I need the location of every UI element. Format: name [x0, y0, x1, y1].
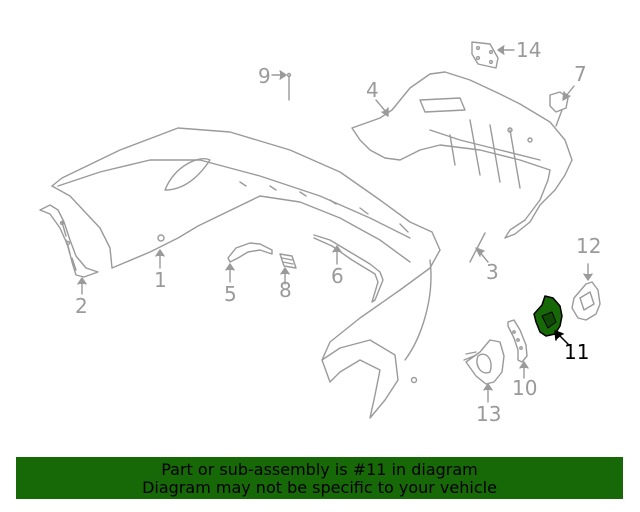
- callout-4[interactable]: 4: [366, 78, 379, 102]
- callout-9[interactable]: 9: [258, 64, 271, 88]
- callout-11[interactable]: 11: [564, 340, 590, 364]
- part-11-highlighted[interactable]: [533, 295, 563, 337]
- callout-6[interactable]: 6: [331, 264, 344, 288]
- info-banner: Part or sub-assembly is #11 in diagram D…: [16, 457, 623, 499]
- callout-3[interactable]: 3: [486, 260, 499, 284]
- part-13-housing[interactable]: [463, 339, 505, 385]
- callout-14[interactable]: 14: [516, 38, 542, 62]
- part-10-bracket[interactable]: [507, 319, 528, 363]
- part-12-cover[interactable]: [571, 281, 601, 321]
- part-8-clip[interactable]: [279, 253, 297, 269]
- banner-line-disclaimer: Diagram may not be specific to your vehi…: [142, 478, 497, 497]
- part-2-side-bracket[interactable]: [39, 204, 99, 278]
- callout-13[interactable]: 13: [476, 402, 502, 426]
- part-3-rod[interactable]: [469, 232, 486, 263]
- banner-line-part: Part or sub-assembly is #11 in diagram: [161, 460, 478, 479]
- diagram-drawing: [39, 41, 601, 419]
- callout-7[interactable]: 7: [574, 62, 587, 86]
- part-1-bumper-cover[interactable]: [51, 127, 441, 419]
- part-5-trim[interactable]: [227, 242, 273, 263]
- part-6-molding[interactable]: [313, 234, 384, 303]
- callout-5[interactable]: 5: [224, 282, 237, 306]
- callout-2[interactable]: 2: [75, 294, 88, 318]
- part-9-bolt[interactable]: [286, 72, 292, 101]
- part-14-plate[interactable]: [471, 41, 499, 69]
- leader-arrows: [77, 45, 593, 403]
- parts-diagram: 1 2 3 4 5 6 7 8 9 10 11 12 13 14: [39, 38, 602, 426]
- callout-8[interactable]: 8: [279, 278, 292, 302]
- leader-arrow-11: [554, 330, 569, 345]
- callout-1[interactable]: 1: [154, 268, 167, 292]
- callout-12[interactable]: 12: [576, 234, 602, 258]
- part-7-sensor[interactable]: [549, 91, 569, 127]
- part-4-diffuser[interactable]: [351, 71, 573, 239]
- callout-10[interactable]: 10: [512, 376, 538, 400]
